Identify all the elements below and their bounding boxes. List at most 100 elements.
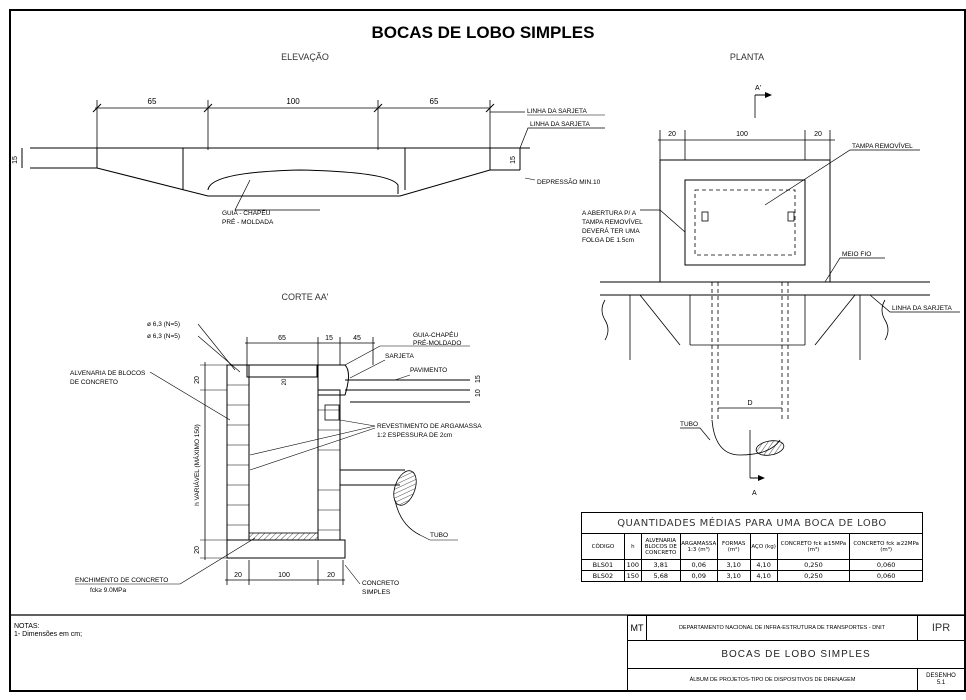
- table-cell: BLS02: [581, 570, 625, 582]
- sheet-title: BOCAS DE LOBO SIMPLES: [372, 23, 595, 42]
- table-header: CONCRETO fck ≥15MPa (m³): [776, 533, 851, 560]
- plan-meio-fio: MEIO FIO: [842, 251, 871, 258]
- title-block-dept: DEPARTAMENTO NACIONAL DE INFRA-ESTRUTURA…: [646, 615, 918, 641]
- sec-alvenaria-1: ALVENARIA DE BLOCOS: [70, 370, 146, 377]
- sec-dim-bottom-1: 20: [234, 572, 242, 579]
- sec-enchimento-2: fck≥ 9.0MPa: [90, 587, 126, 594]
- sec-dim-bottom-3: 20: [327, 572, 335, 579]
- table-cell: 150: [623, 570, 642, 582]
- table-row: BLS01 100 3,81 0,06 3,10 4,10 0,250 0,06…: [581, 559, 923, 571]
- notes-line-1: 1- Dimensões em cm;: [14, 631, 82, 638]
- elev-guia-2: PRÉ - MOLDADA: [222, 217, 274, 226]
- sec-phi-2: ø 6,3 (N=5): [147, 333, 180, 340]
- elev-guia-1: GUIA - CHAPÉU: [222, 208, 271, 217]
- sec-alvenaria-2: DE CONCRETO: [70, 379, 118, 386]
- quantities-title: QUANTIDADES MÉDIAS PARA UMA BOCA DE LOBO: [581, 512, 923, 534]
- title-block-album: ÁLBUM DE PROJETOS-TIPO DE DISPOSITIVOS D…: [627, 668, 918, 692]
- plan-view: PLANTA A' 20 100 20: [582, 52, 960, 497]
- section-mark-bottom: A: [752, 490, 757, 497]
- title-block: MT DEPARTAMENTO NACIONAL DE INFRA-ESTRUT…: [627, 615, 965, 692]
- elev-linha-sarjeta-2: LINHA DA SARJETA: [530, 121, 591, 128]
- plan-tubo: TUBO: [680, 421, 698, 428]
- sheet-frame: [9, 9, 966, 692]
- sec-dim-top-3: 45: [353, 335, 361, 342]
- table-cell: 3,10: [716, 559, 751, 571]
- sec-concreto-1: CONCRETO: [362, 580, 399, 587]
- title-block-desenho: DESENHO 5.1: [917, 668, 965, 692]
- elev-height-dim-right: 15: [510, 156, 517, 164]
- elev-height-dim: 15: [12, 156, 19, 164]
- notes-heading: NOTAS:: [14, 623, 40, 630]
- sec-dim-top-2: 15: [325, 335, 333, 342]
- table-header: AÇO (kg): [749, 533, 778, 560]
- plan-abertura-4: FOLGA DE 1.5cm: [582, 237, 634, 244]
- sec-guia-2: PRÉ-MOLDADO: [413, 338, 461, 347]
- desenho-label: DESENHO: [926, 673, 956, 679]
- sec-dim-mid: 20: [282, 378, 288, 385]
- plan-dim-1: 20: [668, 131, 676, 138]
- sec-phi-1: ø 6,3 (N=5): [147, 321, 180, 328]
- plan-dim-2: 100: [736, 131, 748, 138]
- table-cell: 0,060: [849, 570, 923, 582]
- plan-linha-sarjeta: LINHA DA SARJETA: [892, 305, 953, 312]
- sec-dim-left-2: h VARIÁVEL (MÁXIMO 150): [192, 424, 201, 506]
- sec-sarjeta: SARJETA: [385, 353, 414, 360]
- table-cell: 4,10: [749, 570, 778, 582]
- sec-tubo: TUBO: [430, 532, 448, 539]
- table-cell: 0,09: [679, 570, 718, 582]
- plan-abertura-3: DEVERÁ TER UMA: [582, 226, 640, 235]
- sec-dim-right-1: 10: [475, 389, 482, 397]
- sec-revest-1: REVESTIMENTO DE ARGAMASSA: [377, 423, 482, 430]
- elevation-title: ELEVAÇÃO: [281, 52, 329, 62]
- plan-tampa-label: TAMPA REMOVÍVEL: [852, 141, 913, 150]
- table-cell: 5,68: [640, 570, 681, 582]
- quantities-table: QUANTIDADES MÉDIAS PARA UMA BOCA DE LOBO…: [581, 512, 923, 582]
- table-cell: 0,06: [679, 559, 718, 571]
- table-cell: 100: [623, 559, 642, 571]
- table-cell: 4,10: [749, 559, 778, 571]
- plan-dim-d: D: [747, 400, 752, 407]
- sec-guia-1: GUIA-CHAPÉU: [413, 330, 458, 339]
- sec-concreto-2: SIMPLES: [362, 589, 391, 596]
- plan-title: PLANTA: [730, 52, 764, 62]
- table-cell: 0,250: [776, 559, 851, 571]
- table-cell: 0,060: [849, 559, 923, 571]
- sec-dim-left-3: 20: [194, 546, 201, 554]
- sec-dim-right-2: 15: [475, 375, 482, 383]
- title-block-mt: MT: [627, 615, 647, 641]
- table-header: ALVENARIA BLOCOS DE CONCRETO: [640, 533, 681, 560]
- elev-dim-1: 65: [148, 97, 157, 106]
- title-block-name: BOCAS DE LOBO SIMPLES: [627, 640, 965, 669]
- table-cell: BLS01: [581, 559, 625, 571]
- table-row: BLS02 150 5,68 0,09 3,10 4,10 0,250 0,06…: [581, 570, 923, 582]
- table-cell: 3,10: [716, 570, 751, 582]
- elev-dim-3: 65: [430, 97, 439, 106]
- section-title: CORTE AA': [281, 292, 328, 302]
- table-header: FORMAS (m²): [716, 533, 751, 560]
- sec-dim-left-1: 20: [194, 376, 201, 384]
- quantities-table-box: QUANTIDADES MÉDIAS PARA UMA BOCA DE LOBO…: [581, 512, 923, 582]
- sec-pavimento: PAVIMENTO: [410, 367, 447, 374]
- elev-linha-sarjeta-1: LINHA DA SARJETA: [527, 108, 588, 115]
- section-view: CORTE AA' 65 15 45 10 15: [70, 292, 482, 596]
- elev-dim-2: 100: [286, 97, 300, 106]
- plan-dim-3: 20: [814, 131, 822, 138]
- sec-dim-bottom-2: 100: [278, 572, 290, 579]
- sec-dim-top-1: 65: [278, 335, 286, 342]
- plan-abertura-2: TAMPA REMOVÍVEL: [582, 217, 643, 226]
- sec-revest-2: 1:2 ESPESSURA DE 2cm: [377, 432, 452, 439]
- table-cell: 0,250: [776, 570, 851, 582]
- desenho-number: 5.1: [936, 680, 946, 686]
- table-header: ARGAMASSA 1:3 (m³): [679, 533, 718, 560]
- section-mark-top: A': [755, 85, 761, 92]
- table-header: CÓDIGO: [581, 533, 625, 560]
- table-cell: 3,81: [640, 559, 681, 571]
- sec-enchimento-1: ENCHIMENTO DE CONCRETO: [75, 577, 168, 584]
- table-header: CONCRETO fck ≥22MPa (m³): [849, 533, 923, 560]
- elevation-view: ELEVAÇÃO 65 100 65 15 15 LINHA DA SARJET…: [12, 52, 605, 226]
- table-header: h: [623, 533, 642, 560]
- title-block-ipr: IPR: [917, 615, 965, 641]
- elev-depressao: DEPRESSÃO MIN.10: [537, 177, 601, 186]
